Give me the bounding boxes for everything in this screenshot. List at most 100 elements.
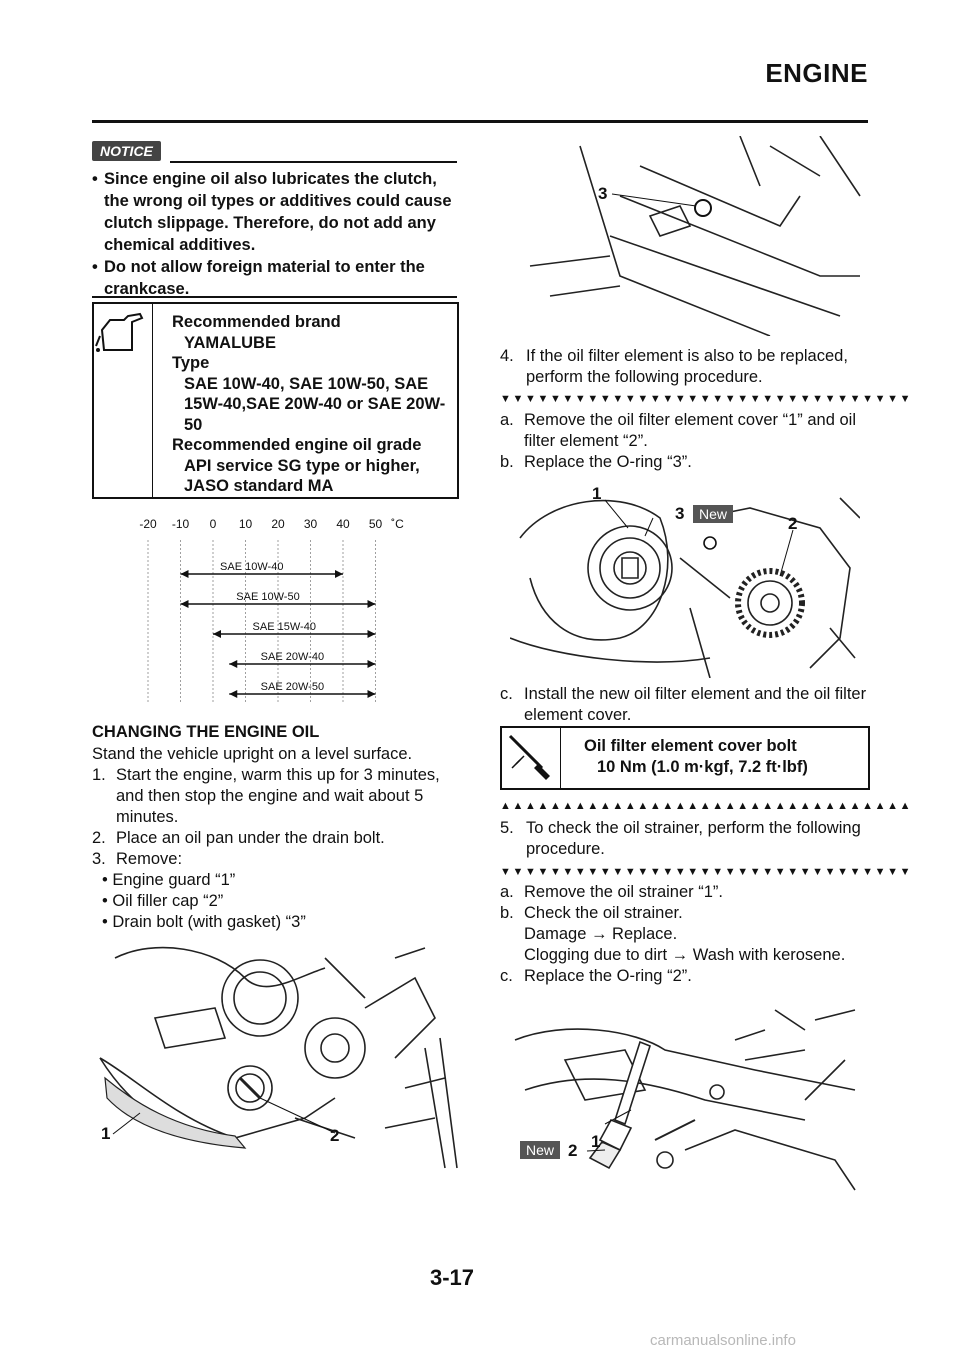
notice-body: •Since engine oil also lubricates the cl… <box>92 168 460 300</box>
oil-spec-box: Recommended brand YAMALUBE Type SAE 10W-… <box>92 302 459 499</box>
header-rule <box>92 120 868 123</box>
check-result: Damage → Replace. <box>524 925 678 943</box>
callout-2: 2 <box>330 1126 340 1145</box>
band-arrow-left <box>180 600 189 608</box>
torque-value: 10 Nm (1.0 m·kgf, 7.2 ft·lbf) <box>597 758 808 776</box>
callout-1: 1 <box>592 484 602 503</box>
sub-item: • Engine guard “1” <box>102 871 236 889</box>
right-instructions-5: a. Remove the oil strainer “1”. b. Check t… <box>500 882 870 987</box>
step-text: If the oil filter element is also to be … <box>526 347 848 386</box>
band-arrow-right <box>367 630 376 638</box>
step-number: 1. <box>92 766 106 784</box>
right-instructions-4: 5. To check the oil strainer, perform the… <box>500 818 870 860</box>
step-text: Remove: <box>116 850 183 868</box>
band-arrow-left <box>229 690 238 698</box>
tick-label: 10 <box>239 517 253 531</box>
new-part-badge: New <box>520 1141 561 1159</box>
page-number: 3-17 <box>430 1265 475 1290</box>
step-text: Replace the O-ring “3”. <box>524 453 692 471</box>
spec-label: Recommended brand <box>172 313 341 331</box>
section-heading: CHANGING THE ENGINE OIL <box>92 723 320 741</box>
tick-label: -10 <box>172 517 190 531</box>
callout-2: 2 <box>568 1141 578 1160</box>
callout-3: 3 <box>675 504 685 523</box>
step-letter: a. <box>500 411 514 429</box>
band-label: SAE 10W-40 <box>220 561 283 573</box>
new-part-badge: New <box>693 505 734 523</box>
watermark: carmanualsonline.info <box>650 1332 796 1349</box>
right-instructions-1: 4. If the oil filter element is also to b… <box>500 346 870 388</box>
tick-label: 50 <box>369 517 383 531</box>
tick-label: ˚C <box>391 517 404 531</box>
step-text: Place an oil pan under the drain bolt. <box>116 829 385 847</box>
right-instructions-3: c. Install the new oil filter element and… <box>500 684 870 726</box>
oil-spec-text: Recommended brand YAMALUBE Type SAE 10W-… <box>172 312 457 497</box>
callout-2: 2 <box>788 514 798 533</box>
procedure-end-marker: ▲▲▲▲▲▲▲▲▲▲▲▲▲▲▲▲▲▲▲▲▲▲▲▲▲▲▲▲▲▲▲▲▲ <box>500 800 913 812</box>
callout-3: 3 <box>598 184 608 203</box>
band-label: SAE 20W-40 <box>261 651 324 663</box>
torque-label: Oil filter element cover bolt <box>584 737 797 755</box>
sub-item: • Oil filler cap “2” <box>102 892 224 910</box>
page-title: ENGINE <box>765 58 868 88</box>
check-result: Clogging due to dirt → Wash with kerosen… <box>524 946 846 964</box>
step-letter: c. <box>500 685 513 703</box>
step-text: Install the new oil filter element and t… <box>524 685 867 724</box>
step-number: 3. <box>92 850 106 868</box>
band-arrow-right <box>367 690 376 698</box>
band-arrow-right <box>367 600 376 608</box>
torque-wrench-icon <box>502 728 561 788</box>
engine-guard-illustration <box>99 946 458 1169</box>
step-text: To check the oil strainer, perform the f… <box>526 819 861 858</box>
tick-label: 20 <box>271 517 285 531</box>
band-arrow-left <box>213 630 221 638</box>
band-arrow-left <box>180 570 189 578</box>
torque-spec-text: Oil filter element cover bolt 10 Nm (1.0… <box>584 736 808 778</box>
step-number: 2. <box>92 829 106 847</box>
notice-end-rule <box>92 296 457 298</box>
step-text: Replace the O-ring “2”. <box>524 967 692 985</box>
step-number: 4. <box>500 347 514 365</box>
spec-label: Type <box>172 354 210 372</box>
tick-label: 40 <box>336 517 350 531</box>
step-text: Start the engine, warm this up for 3 min… <box>116 766 440 826</box>
intro-text: Stand the vehicle upright on a level sur… <box>92 745 413 763</box>
band-arrow-left <box>229 660 238 668</box>
spec-value: API service SG type or higher, JASO stan… <box>184 456 420 496</box>
callout-1: 1 <box>101 1124 111 1143</box>
left-instructions: Stand the vehicle upright on a level sur… <box>92 744 460 933</box>
sub-item: • Drain bolt (with gasket) “3” <box>102 913 306 931</box>
spec-label: Recommended engine oil grade <box>172 436 422 454</box>
spec-value: SAE 10W-40, SAE 10W-50, SAE 15W-40,SAE 2… <box>184 374 446 434</box>
oil-strainer-illustration <box>514 1009 856 1191</box>
procedure-start-marker: ▼▼▼▼▼▼▼▼▼▼▼▼▼▼▼▼▼▼▼▼▼▼▼▼▼▼▼▼▼▼▼▼▼ <box>500 393 913 405</box>
step-text: Remove the oil filter element cover “1” … <box>524 411 856 450</box>
band-label: SAE 10W-50 <box>236 591 299 603</box>
band-label: SAE 20W-50 <box>261 681 324 693</box>
step-text: Remove the oil strainer “1”. <box>524 883 723 901</box>
torque-spec-box: Oil filter element cover bolt 10 Nm (1.0… <box>500 726 870 790</box>
step-text: Check the oil strainer. <box>524 904 683 922</box>
notice-tag: NOTICE <box>92 141 161 161</box>
tick-label: -20 <box>139 517 157 531</box>
band-arrow-right <box>367 660 376 668</box>
drain-bolt-illustration <box>529 136 861 336</box>
step-letter: b. <box>500 453 514 471</box>
step-letter: b. <box>500 904 514 922</box>
step-letter: a. <box>500 883 514 901</box>
callout-1: 1 <box>591 1132 601 1151</box>
right-instructions-2: a. Remove the oil filter element cover “1… <box>500 410 870 473</box>
oil-can-icon <box>94 304 153 497</box>
step-letter: c. <box>500 967 513 985</box>
step-number: 5. <box>500 819 514 837</box>
notice-rule <box>170 161 457 163</box>
tick-label: 0 <box>210 517 217 531</box>
notice-bullet: •Do not allow foreign material to enter … <box>92 258 425 298</box>
oil-filter-illustration <box>510 497 860 678</box>
tick-label: 30 <box>304 517 318 531</box>
band-arrow-right <box>335 570 343 578</box>
notice-bullet: •Since engine oil also lubricates the cl… <box>92 170 452 254</box>
band-label: SAE 15W-40 <box>253 621 316 633</box>
procedure-start-marker: ▼▼▼▼▼▼▼▼▼▼▼▼▼▼▼▼▼▼▼▼▼▼▼▼▼▼▼▼▼▼▼▼▼ <box>500 866 913 878</box>
